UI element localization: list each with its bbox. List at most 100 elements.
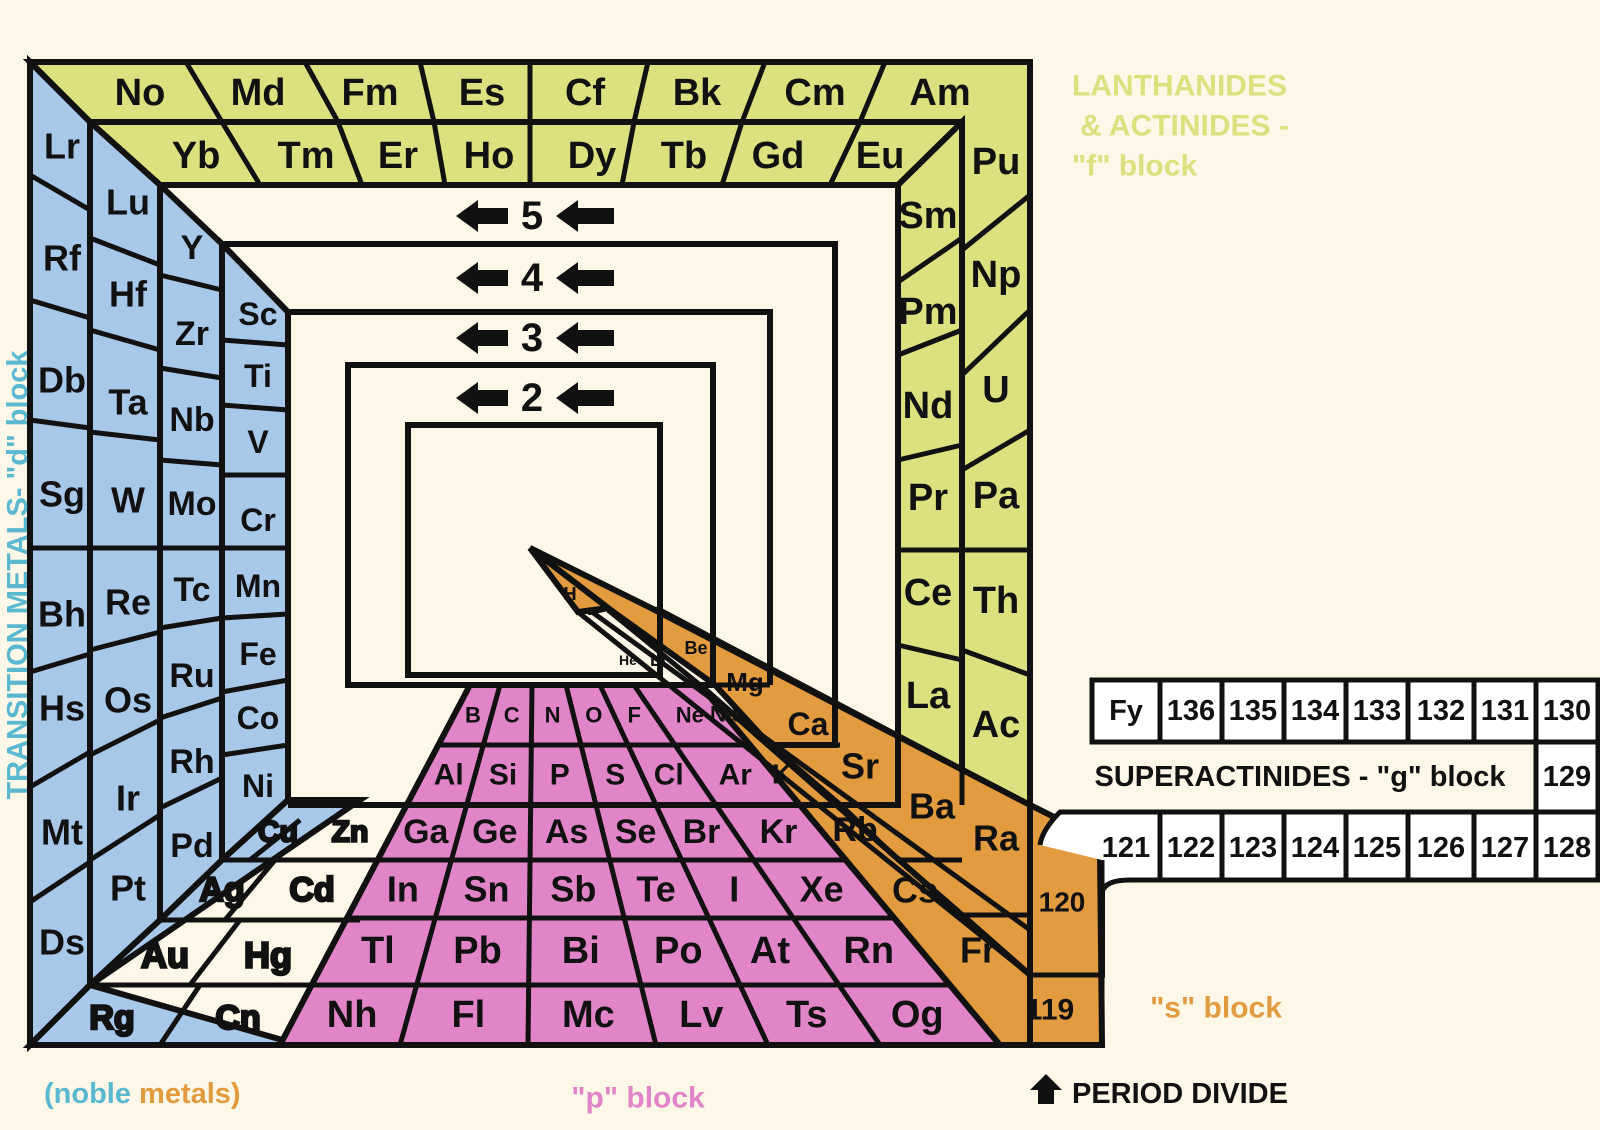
s-block-symbol: Cs	[892, 870, 938, 911]
period-marker-number: 4	[521, 256, 544, 300]
f-top-outer-divider	[631, 61, 651, 123]
p-block-symbol: Mc	[562, 994, 615, 1036]
d-col1-symbol: Sg	[39, 474, 85, 515]
d-col2-symbol: Ir	[116, 778, 140, 819]
g-top-cell-label: 130	[1543, 695, 1591, 727]
s-block-symbol: 120	[1039, 887, 1086, 918]
p-block-symbol: Si	[489, 759, 517, 792]
d-col2-symbol: Hf	[109, 274, 148, 315]
f-top-inner-symbol: Gd	[752, 135, 805, 177]
left-arrow-icon	[456, 322, 508, 354]
p-block-symbol: S	[605, 759, 625, 792]
d-col4-symbol: Ti	[244, 358, 272, 394]
d-col4-divider	[221, 337, 289, 348]
d-col4-symbol: Ni	[242, 768, 274, 804]
p-col-divider	[525, 684, 535, 1046]
noble-metal-symbol: Ag	[199, 871, 244, 909]
f-top-inner-divider	[827, 120, 863, 187]
f-right-inner-symbol: Pr	[908, 477, 948, 519]
d-col1-symbol: Bh	[38, 594, 86, 635]
s-diagonal	[698, 683, 1032, 977]
s-block-symbol: 119	[1026, 994, 1074, 1027]
g-side-cell-label: 129	[1543, 761, 1591, 793]
left-arrow-icon	[456, 262, 508, 294]
noble-open-text: (noble	[44, 1078, 139, 1110]
p-block-symbol: In	[387, 869, 419, 910]
d-col3-symbol: Y	[181, 229, 204, 267]
d-col1-symbol: Rf	[43, 238, 82, 279]
d-col3-divider	[158, 775, 224, 811]
d-col1-divider	[29, 297, 91, 321]
s-block-symbol: Be	[684, 638, 707, 658]
p-block-symbol: P	[550, 759, 570, 792]
p-block-symbol: Br	[683, 813, 721, 851]
d-col3-symbol: Pd	[170, 827, 213, 865]
g-top-cell-label: 132	[1417, 695, 1465, 727]
d-col4-symbol: V	[247, 424, 269, 460]
f-top-outer-symbol: Fm	[342, 72, 399, 114]
p-block-symbol: Ts	[786, 994, 828, 1036]
f-top-inner-symbol: Yb	[172, 135, 221, 177]
f-right-outer-symbol: U	[982, 369, 1009, 411]
f-top-outer-symbol: Cm	[784, 72, 845, 114]
d-col2-divider	[89, 429, 161, 443]
f-top-inner-symbol: Er	[378, 135, 418, 177]
left-arrow-icon	[456, 200, 508, 232]
p-block-symbol: Te	[636, 869, 675, 910]
period3-ring	[288, 309, 773, 685]
p-block-symbol: F	[628, 703, 641, 728]
p-block-symbol: O	[585, 703, 602, 728]
d-col2-divider	[89, 327, 161, 353]
p-col-divider	[631, 683, 883, 1047]
d-col1-symbol: Lr	[44, 126, 80, 167]
f-top-outer-symbol: Md	[231, 72, 286, 114]
left-arrow-icon	[456, 382, 508, 414]
p-block-symbol: Tl	[361, 930, 395, 972]
left-arrow-icon	[556, 200, 614, 232]
f-top-outer-symbol: Am	[909, 72, 970, 114]
p-col-divider	[397, 684, 503, 1046]
d-col4-divider	[221, 611, 289, 621]
s-block-symbol: Na	[710, 702, 739, 727]
f-top-outer-symbol: Bk	[673, 72, 722, 114]
d-col4-divider	[221, 742, 289, 758]
s-block-symbol: Ra	[973, 818, 1020, 859]
f-right-outer-divider	[960, 308, 1032, 377]
p-block-symbol: Bi	[562, 930, 600, 972]
s-block-label: "s" block	[1150, 992, 1282, 1025]
f-right-inner-symbol: Pm	[898, 291, 957, 333]
noble-metal-symbol: Cd	[289, 871, 334, 909]
d-col1-symbol: Db	[38, 360, 86, 401]
p-block-symbol: Ar	[719, 759, 753, 792]
d-col3-symbol: Rh	[169, 743, 214, 781]
f-top-inner-symbol: Ho	[464, 135, 515, 177]
noble-metals-word: metals)	[139, 1078, 241, 1110]
f-right-outer-symbol: Ac	[972, 704, 1021, 746]
period4-ring	[222, 241, 838, 748]
f-top-outer-symbol: No	[115, 72, 166, 114]
p-block-symbol: Nh	[327, 994, 378, 1036]
d-col1-symbol: Hs	[39, 688, 85, 729]
g-bottom-cell-label: 121	[1102, 832, 1150, 864]
p-block-symbol: Po	[654, 930, 703, 972]
g-top-cell-label: Fy	[1109, 695, 1143, 727]
s-block-symbol: H	[564, 584, 577, 604]
noble-metal-symbol: Cn	[215, 999, 260, 1037]
p-block-symbol: Og	[891, 994, 944, 1036]
f-block-label-line2: & ACTINIDES -	[1080, 110, 1289, 143]
g-bottom-cell-label: 122	[1167, 832, 1215, 864]
left-arrow-icon	[556, 262, 614, 294]
f-top-outer-symbol: Cf	[565, 72, 605, 114]
left-arrow-icon	[556, 382, 614, 414]
d-col2-divider	[88, 812, 162, 863]
d-col1-divider	[28, 749, 92, 790]
d-col1-divider	[28, 172, 92, 213]
f-right-outer-divider	[960, 427, 1032, 473]
p-block-symbol: C	[504, 703, 520, 728]
p-block-symbol: N	[545, 703, 561, 728]
g-bottom-cell-label: 126	[1417, 832, 1465, 864]
f-right-inner-divider	[896, 235, 964, 285]
p-block-symbol: Ne	[676, 703, 704, 728]
d-col1-divider	[29, 651, 91, 675]
